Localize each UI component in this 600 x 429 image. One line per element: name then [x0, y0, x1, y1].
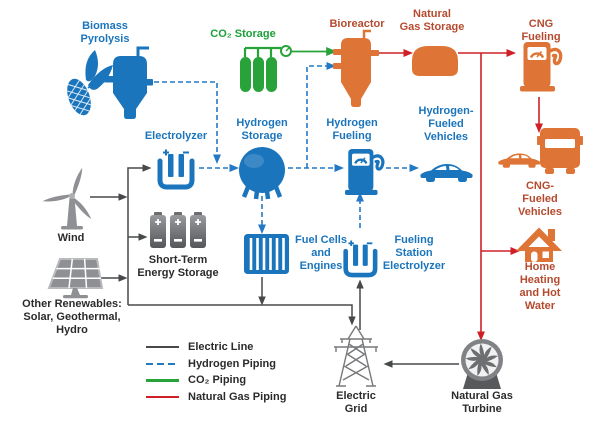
hydrogen-line-biomass-to-h2line	[154, 81, 221, 164]
legend-item-electric: Electric Line	[146, 339, 286, 356]
bioreactor-icon	[333, 29, 379, 107]
legend-label: CO₂ Piping	[188, 374, 247, 387]
legend-item-hydrogen: Hydrogen Piping	[146, 356, 286, 373]
hydrogen-fueling-label: Hydrogen Fueling	[326, 117, 378, 142]
hydrogen-piping-swatch	[146, 362, 179, 366]
hydrogen-lines	[154, 62, 419, 234]
home-heating-label: Home Heating and Hot Water	[519, 261, 561, 312]
battery-icon	[190, 212, 206, 248]
pyrolysis-vessel-icon	[104, 46, 153, 119]
legend-label: Electric Line	[188, 341, 254, 354]
co2-storage-label: CO₂ Storage	[210, 28, 276, 40]
electric-lines	[90, 164, 459, 368]
co2-storage-icon	[240, 45, 292, 92]
home-icon	[516, 227, 562, 262]
electrolyzer-icon	[160, 150, 192, 188]
cng-fueling-label: CNG Fueling	[521, 18, 561, 43]
hydrogen-line-branch-to-bioreactor	[306, 62, 336, 168]
hydrogen-car-icon	[420, 164, 473, 182]
fueling-station-electrolyzer-icon	[346, 241, 375, 276]
natural-gas-turbine-icon	[461, 339, 503, 389]
biomass-pyrolysis-label: Biomass Pyrolysis	[80, 20, 130, 45]
legend: Electric Line Hydrogen Piping CO₂ Piping…	[146, 339, 286, 405]
hydrogen-storage-icon	[239, 147, 285, 200]
other-renewables-label: Other Renewables: Solar, Geothermal, Hyd…	[22, 298, 122, 336]
cng-car-icon	[498, 153, 541, 168]
battery-icon	[150, 212, 166, 248]
co2-piping-swatch	[146, 379, 179, 382]
battery-bank-icon	[150, 212, 206, 248]
natural-gas-storage-label: Natural Gas Storage	[399, 8, 465, 33]
cng-truck-icon	[537, 128, 583, 174]
electric-grid-icon	[334, 325, 378, 387]
electric-line-swatch	[146, 346, 179, 349]
hydrogen-fueling-pump-icon	[343, 147, 385, 197]
electric-line-bus-to-electrolyzer	[127, 164, 152, 305]
natural-gas-turbine-label: Natural Gas Turbine	[451, 390, 513, 415]
cng-fueled-vehicles-label: CNG-Fueled Vehicles	[517, 180, 563, 218]
legend-item-co2: CO₂ Piping	[146, 372, 286, 389]
short-term-energy-storage-label: Short-Term Energy Storage	[137, 254, 219, 279]
natural-gas-piping-swatch	[146, 395, 179, 399]
electrolyzer-label: Electrolyzer	[144, 130, 208, 142]
fuel-cells-label: Fuel Cells and Engines	[295, 234, 347, 272]
wind-turbine-icon	[42, 166, 94, 230]
cng-fueling-pump-icon	[518, 40, 563, 94]
hydrogen-fueled-vehicles-label: Hydrogen- Fueled Vehicles	[418, 105, 474, 143]
electric-grid-label: Electric Grid	[336, 390, 376, 415]
corn-icon	[62, 50, 113, 119]
battery-icon	[170, 212, 186, 248]
bioreactor-label: Bioreactor	[329, 18, 385, 30]
fueling-station-electrolyzer-label: Fueling Station Electrolyzer	[382, 234, 446, 272]
legend-label: Natural Gas Piping	[188, 391, 287, 404]
fuel-cells-icon	[244, 234, 289, 274]
legend-item-natural-gas: Natural Gas Piping	[146, 389, 286, 406]
electric-line-bus-to-grid	[128, 304, 356, 326]
natural-gas-storage-icon	[412, 46, 458, 76]
wind-label: Wind	[57, 232, 85, 244]
natural-gas-lines	[375, 49, 543, 341]
solar-panel-icon	[47, 258, 104, 299]
hydrogen-storage-label: Hydrogen Storage	[236, 117, 288, 142]
legend-label: Hydrogen Piping	[188, 357, 276, 370]
